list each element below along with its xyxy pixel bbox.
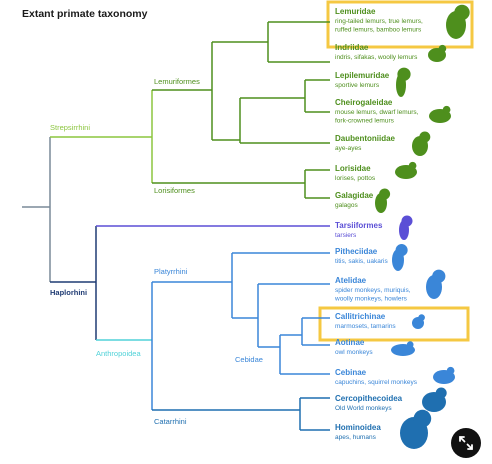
- galago-icon: [375, 188, 391, 213]
- taxon-name: Galagidae: [335, 191, 374, 200]
- clade-label-cebidae: Cebidae: [235, 355, 263, 364]
- taxon-description: indris, sifakas, woolly lemurs: [335, 54, 418, 61]
- clade-label-anthropoidea: Anthropoidea: [96, 349, 141, 358]
- gorilla-icon: [400, 409, 432, 449]
- clade-label-lorisiformes: Lorisiformes: [154, 186, 195, 195]
- taxon-description: spider monkeys, muriquis,: [335, 287, 411, 294]
- taxon-description: apes, humans: [335, 434, 377, 441]
- taxon-name: Hominoidea: [335, 423, 381, 432]
- taxon-name: Indriidae: [335, 43, 369, 52]
- taxon-name: Cebinae: [335, 368, 367, 377]
- highlight-box-callitrichinae: [318, 306, 470, 342]
- taxon-description: fork-crowned lemurs: [335, 118, 395, 125]
- aye-aye-icon: [412, 131, 431, 156]
- clade-label-strepsirrhini: Strepsirrhini: [50, 123, 90, 132]
- highlight-box-lemuridae: [326, 0, 474, 49]
- taxon-description: mouse lemurs, dwarf lemurs,: [335, 109, 419, 116]
- titi-icon: [392, 244, 408, 271]
- capuchin-icon: [433, 366, 455, 384]
- taxon-name: Atelidae: [335, 276, 367, 285]
- taxon-name: Pitheciidae: [335, 247, 378, 256]
- marmoset-icon: [412, 314, 425, 329]
- owl-monkey-icon: [391, 341, 415, 356]
- taxon-description: ring-tailed lemurs, true lemurs,: [335, 18, 423, 25]
- taxon-name: Lemuridae: [335, 7, 376, 16]
- lemur-icon: [446, 4, 470, 39]
- taxon-description: sportive lemurs: [335, 82, 380, 89]
- taxon-description: aye-ayes: [335, 145, 362, 152]
- clade-label-haplorhini: Haplorhini: [50, 288, 87, 297]
- taxon-name: Cheirogaleidae: [335, 98, 393, 107]
- taxon-name: Daubentoniidae: [335, 134, 396, 143]
- expand-button[interactable]: [451, 428, 481, 458]
- taxon-description: ruffed lemurs, bamboo lemurs: [335, 27, 422, 34]
- taxon-name: Aotinae: [335, 338, 365, 347]
- mouse-lemur-icon: [429, 105, 451, 123]
- indri-icon: [428, 44, 447, 62]
- tarsier-icon: [399, 215, 413, 240]
- taxon-description: Old World monkeys: [335, 405, 392, 412]
- baboon-icon: [422, 387, 447, 412]
- page-title: Extant primate taxonomy: [22, 8, 148, 20]
- taxon-description: titis, sakis, uakaris: [335, 258, 388, 265]
- clade-label-lemuriformes: Lemuriformes: [154, 77, 200, 86]
- taxon-description: owl monkeys: [335, 349, 373, 356]
- taxon-name: Tarsiiformes: [335, 221, 383, 230]
- taxon-name: Lepilemuridae: [335, 71, 390, 80]
- taxon-description: woolly monkeys, howlers: [334, 296, 408, 303]
- loris-icon: [395, 161, 417, 179]
- taxon-description: capuchins, squirrel monkeys: [335, 379, 418, 386]
- taxon-description: lorises, pottos: [335, 175, 376, 182]
- taxon-name: Callitrichinae: [335, 312, 386, 321]
- taxon-description: galagos: [335, 202, 359, 209]
- expand-icon: [459, 436, 473, 450]
- clade-label-platyrrhini: Platyrrhini: [154, 267, 188, 276]
- taxon-description: tarsiers: [335, 232, 357, 239]
- sportive-lemur-icon: [396, 67, 411, 97]
- spider-monkey-icon: [426, 269, 446, 299]
- taxon-description: marmosets, tamarins: [335, 323, 396, 330]
- taxon-name: Lorisidae: [335, 164, 371, 173]
- taxon-name: Cercopithecoidea: [335, 394, 403, 403]
- clade-label-catarrhini: Catarrhini: [154, 417, 187, 426]
